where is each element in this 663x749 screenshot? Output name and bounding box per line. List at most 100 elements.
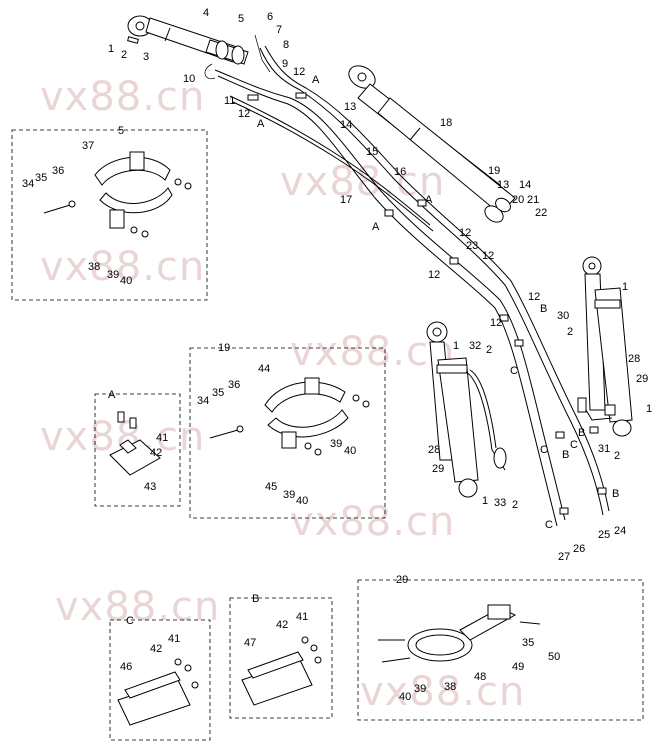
callout-21: 21 bbox=[527, 194, 539, 206]
detail-box-29-title: 29 bbox=[396, 574, 408, 586]
detail-box-b-title: B bbox=[252, 593, 259, 605]
callout-1: 1 bbox=[482, 495, 488, 507]
callout-41: 41 bbox=[168, 633, 180, 645]
callout-12: 12 bbox=[482, 250, 494, 262]
watermark: vx88.cn bbox=[290, 329, 455, 375]
callout-2: 2 bbox=[121, 49, 127, 61]
callout-a: A bbox=[372, 221, 380, 233]
callout-2: 2 bbox=[567, 326, 573, 338]
callout-2: 2 bbox=[512, 499, 518, 511]
detail-box-a: A 41 42 43 bbox=[94, 389, 181, 507]
callout-48: 48 bbox=[474, 671, 486, 683]
callout-29: 29 bbox=[432, 463, 444, 475]
callout-14: 14 bbox=[340, 119, 352, 131]
callout-46: 46 bbox=[120, 661, 132, 673]
callout-40: 40 bbox=[296, 495, 308, 507]
detail-box-5-title: 5 bbox=[118, 125, 124, 137]
watermark: vx88.cn bbox=[55, 584, 220, 630]
callout-11: 11 bbox=[224, 95, 235, 107]
callout-b: B bbox=[562, 449, 569, 461]
detail-box-a-title: A bbox=[108, 389, 116, 401]
callout-39: 39 bbox=[283, 489, 295, 501]
callout-35: 35 bbox=[212, 387, 224, 399]
callout-40: 40 bbox=[120, 275, 132, 287]
main-assembly bbox=[127, 15, 633, 527]
callout-35: 35 bbox=[35, 172, 47, 184]
right-bucket-cylinder bbox=[577, 256, 633, 437]
callout-28: 28 bbox=[428, 444, 440, 456]
callout-17: 17 bbox=[340, 194, 352, 206]
callout-39: 39 bbox=[107, 269, 119, 281]
callout-23: 23 bbox=[466, 240, 478, 252]
callout-1: 1 bbox=[453, 340, 459, 352]
callout-a: A bbox=[425, 194, 433, 206]
callout-12: 12 bbox=[459, 227, 471, 239]
callout-13: 13 bbox=[497, 179, 509, 191]
detail-box-b: B 42 41 47 bbox=[229, 593, 333, 719]
callout-b: B bbox=[540, 303, 547, 315]
callout-2: 2 bbox=[486, 344, 492, 356]
callout-18: 18 bbox=[440, 117, 452, 129]
callout-15: 15 bbox=[366, 146, 378, 158]
callout-12: 12 bbox=[528, 291, 540, 303]
detail-box-c-title: C bbox=[126, 615, 134, 627]
callout-1: 1 bbox=[646, 403, 652, 415]
callout-14: 14 bbox=[519, 179, 531, 191]
callout-12: 12 bbox=[238, 108, 250, 120]
callout-a: A bbox=[312, 74, 320, 86]
left-bucket-cylinder bbox=[426, 321, 507, 498]
callout-12: 12 bbox=[428, 269, 440, 281]
callout-40: 40 bbox=[399, 691, 411, 703]
callout-28: 28 bbox=[628, 353, 640, 365]
callout-22: 22 bbox=[535, 207, 547, 219]
watermark: vx88.cn bbox=[40, 74, 205, 120]
callout-31: 31 bbox=[598, 443, 610, 455]
callout-33: 33 bbox=[494, 497, 506, 509]
boom-cylinder-top bbox=[127, 15, 249, 65]
callout-34: 34 bbox=[197, 395, 209, 407]
callout-43: 43 bbox=[144, 481, 156, 493]
callout-1: 1 bbox=[108, 43, 114, 55]
callout-7: 7 bbox=[276, 24, 282, 36]
callout-8: 8 bbox=[283, 39, 289, 51]
callout-50: 50 bbox=[548, 651, 560, 663]
callout-19: 19 bbox=[488, 165, 500, 177]
callout-47: 47 bbox=[244, 637, 256, 649]
callout-34: 34 bbox=[22, 178, 34, 190]
hose-lines bbox=[204, 34, 610, 527]
callout-6: 6 bbox=[267, 11, 273, 23]
callout-40: 40 bbox=[344, 445, 356, 457]
callout-3: 3 bbox=[143, 51, 149, 63]
callout-c: C bbox=[510, 365, 518, 377]
callout-1: 1 bbox=[622, 281, 628, 293]
callout-12: 12 bbox=[293, 66, 305, 78]
detail-box-5: 5 37 34 35 36 38 39 40 bbox=[11, 125, 208, 301]
callout-c: C bbox=[570, 439, 578, 451]
callout-30: 30 bbox=[557, 310, 569, 322]
watermark: vx88.cn bbox=[360, 669, 525, 715]
callout-c: C bbox=[540, 444, 548, 456]
callout-32: 32 bbox=[469, 340, 481, 352]
callout-39: 39 bbox=[414, 683, 426, 695]
callout-49: 49 bbox=[512, 661, 524, 673]
arm-cylinder bbox=[348, 65, 516, 223]
callout-26: 26 bbox=[573, 543, 585, 555]
callout-39: 39 bbox=[330, 438, 342, 450]
callout-44: 44 bbox=[258, 363, 270, 375]
callout-42: 42 bbox=[276, 619, 288, 631]
callout-5: 5 bbox=[238, 13, 244, 25]
callout-c: C bbox=[545, 519, 553, 531]
hose-clamps bbox=[247, 92, 607, 515]
callout-b: B bbox=[612, 488, 619, 500]
callout-38: 38 bbox=[444, 681, 456, 693]
callout-9: 9 bbox=[282, 58, 288, 70]
callout-45: 45 bbox=[265, 481, 277, 493]
detail-box-19-title: 19 bbox=[218, 342, 230, 354]
callout-36: 36 bbox=[228, 379, 240, 391]
callout-38: 38 bbox=[88, 261, 100, 273]
callout-2: 2 bbox=[614, 450, 620, 462]
callout-41: 41 bbox=[156, 432, 168, 444]
callout-24: 24 bbox=[614, 525, 626, 537]
callout-42: 42 bbox=[150, 447, 162, 459]
